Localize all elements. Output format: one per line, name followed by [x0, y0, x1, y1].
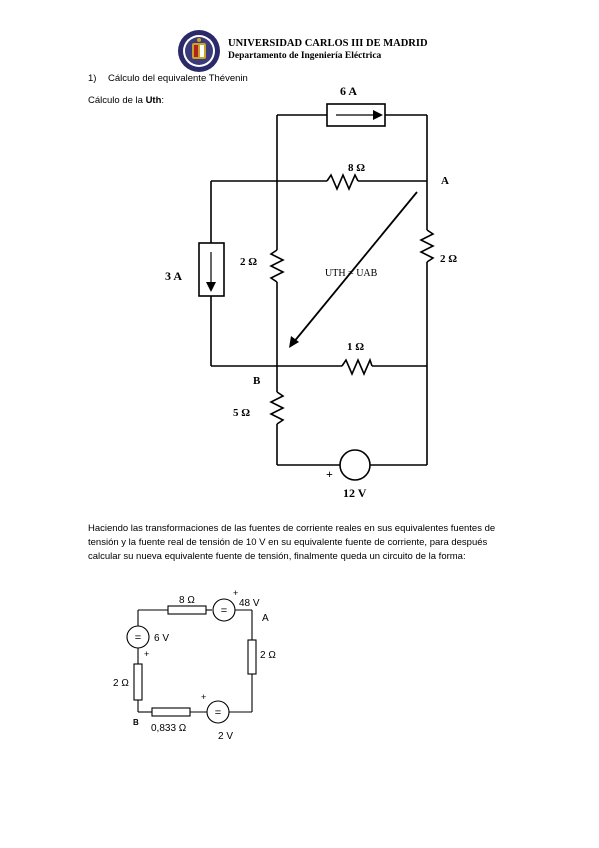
circuit-diagram-1: 6 A 8 Ω A 3 A 2 Ω 2 Ω UTH = UAB 1 Ω B 5 … — [165, 84, 457, 500]
section-number: 1) — [88, 73, 97, 84]
section-title: Cálculo del equivalente Thévenin — [108, 73, 248, 84]
label-plus-48v: + — [233, 588, 238, 598]
description-paragraph: Haciendo las transformaciones de las fue… — [88, 523, 496, 562]
label-2ohm-right: 2 Ω — [440, 253, 457, 265]
arrow-diagonal-icon — [289, 336, 299, 348]
arrow-right-icon — [373, 110, 383, 120]
seal-icon — [178, 30, 220, 72]
eq-symbol-6v: = — [135, 632, 141, 644]
label-3a: 3 A — [165, 269, 182, 283]
label-plus-6v: + — [144, 649, 149, 659]
label-2v: 2 V — [218, 731, 233, 742]
subtitle-prefix: Cálculo de la — [88, 95, 146, 106]
eq-symbol-48v: = — [221, 605, 227, 617]
label-node-b: B — [253, 375, 261, 387]
label-2ohm-mid: 2 Ω — [240, 256, 257, 268]
label-8ohm: 8 Ω — [348, 162, 365, 174]
label-12v: 12 V — [343, 486, 367, 500]
arrow-down-icon — [206, 282, 216, 292]
label-node-b-2: B — [133, 718, 139, 727]
label-plus-2v: + — [201, 692, 206, 702]
label-8ohm-2: 8 Ω — [179, 595, 195, 606]
resistor-2ohm-right — [247, 639, 257, 675]
label-5ohm: 5 Ω — [233, 407, 250, 419]
subtitle-bold: Uth — [145, 95, 162, 106]
label-plus: + — [326, 467, 333, 481]
university-logo — [177, 29, 221, 73]
label-node-a: A — [441, 175, 449, 187]
label-6a: 6 A — [340, 84, 357, 98]
section-subtitle: Cálculo de la Uth: — [88, 95, 164, 106]
eq-symbol-2v: = — [215, 707, 221, 719]
subtitle-suffix: : — [161, 95, 165, 106]
label-0833ohm: 0,833 Ω — [151, 723, 187, 734]
label-uth-uab: UTH = UAB — [325, 268, 378, 279]
label-1ohm: 1 Ω — [347, 341, 364, 353]
university-name: UNIVERSIDAD CARLOS III DE MADRID — [228, 38, 428, 49]
label-48v: 48 V — [239, 598, 260, 609]
current-source-3a — [198, 242, 225, 297]
resistor-8ohm — [167, 605, 207, 615]
department-name: Departamento de Ingeniería Eléctrica — [228, 51, 382, 61]
current-source-6a — [326, 103, 386, 127]
resistor-0833ohm — [151, 707, 191, 717]
label-2ohm-left-2: 2 Ω — [113, 678, 129, 689]
resistor-2ohm-left — [133, 663, 143, 701]
label-2ohm-right-2: 2 Ω — [260, 650, 276, 661]
circuit-diagram-2: = = = 8 Ω + 48 V A 6 V + 2 Ω 2 Ω + B 0,8… — [113, 588, 276, 742]
label-node-a-2: A — [262, 613, 269, 624]
label-6v: 6 V — [154, 633, 169, 644]
voltage-source-12v — [339, 449, 371, 481]
